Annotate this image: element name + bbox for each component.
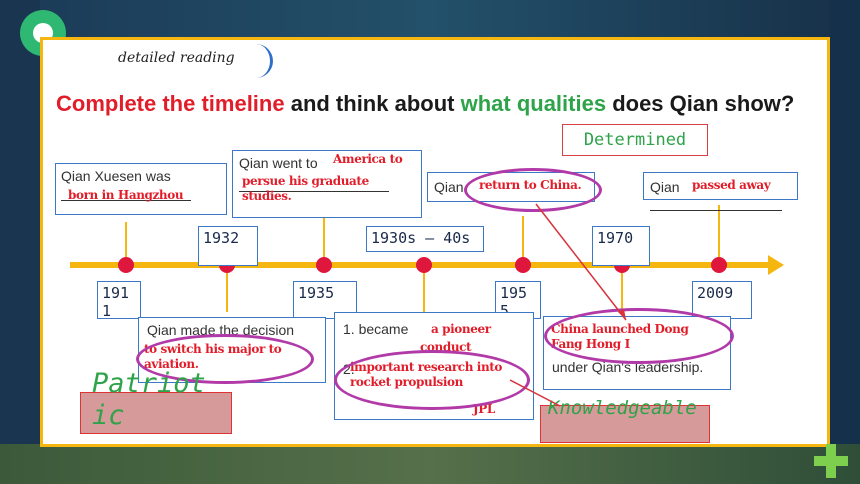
event-1935-text: Qian went to xyxy=(239,155,318,171)
connector-1970 xyxy=(621,270,623,310)
blank-2009 xyxy=(650,210,782,211)
background-left xyxy=(0,0,40,484)
timeline-dot-1930s xyxy=(416,257,432,273)
event-1930s-line1: 1. became xyxy=(343,321,409,337)
year-1932: 1932 xyxy=(198,226,258,266)
event-2009-text: Qian xyxy=(650,179,680,195)
quality-patriotic: Patriotic xyxy=(92,368,206,431)
answer-1911: born in Hangzhou xyxy=(68,188,184,202)
event-1911-text: Qian Xuesen was xyxy=(61,168,171,184)
timeline-arrow-icon xyxy=(768,255,784,275)
event-1932-text: Qian made the decision xyxy=(147,322,295,338)
quality-knowledgeable: Knowledgeable xyxy=(548,397,697,419)
oval-1955 xyxy=(464,168,602,212)
oval-1932 xyxy=(136,334,314,384)
event-1935: Qian went to xyxy=(232,150,422,218)
slide-heading: Complete the timeline and think about wh… xyxy=(56,90,796,118)
background-right xyxy=(830,0,860,484)
knowledgeable-box xyxy=(540,405,710,443)
heading-part2: and think about xyxy=(284,91,461,116)
blank-1911 xyxy=(61,186,191,201)
year-1970: 1970 xyxy=(592,226,650,266)
background-top xyxy=(0,0,860,40)
heading-part1: Complete the timeline xyxy=(56,91,285,116)
connector-1911 xyxy=(125,222,127,260)
year-1911: 1911 xyxy=(97,281,141,320)
connector-1955 xyxy=(522,216,524,260)
timeline-dot-1935 xyxy=(316,257,332,273)
event-1970-text: under Qian's leadership. xyxy=(552,359,704,375)
link-line-1 xyxy=(535,203,627,321)
answer-1935-b: persue his graduate studies. xyxy=(242,174,369,203)
timeline-dot-1911 xyxy=(118,257,134,273)
blank-1935 xyxy=(239,173,389,192)
section-tag: detailed reading xyxy=(118,50,235,66)
event-1911: Qian Xuesen was xyxy=(55,163,227,215)
link-arrowhead-icon xyxy=(618,309,626,320)
year-2009: 2009 xyxy=(692,281,752,319)
connector-1935 xyxy=(323,215,325,260)
answer-1935-a: America to xyxy=(333,152,403,166)
timeline-dot-1955 xyxy=(515,257,531,273)
year-1930s: 1930s – 40s xyxy=(366,226,484,252)
background-bottom xyxy=(0,444,860,484)
event-1955-text: Qian xyxy=(434,179,464,195)
connector-2009 xyxy=(718,205,720,260)
patriotic-box xyxy=(80,392,232,434)
timeline-dot-2009 xyxy=(711,257,727,273)
section-tag-frame xyxy=(90,44,273,78)
answer-2009: passed away xyxy=(692,178,771,192)
heading-part4: does Qian show? xyxy=(606,91,795,116)
link-line-2 xyxy=(509,379,561,407)
connector-1930s xyxy=(423,270,425,312)
oval-1970 xyxy=(544,308,734,364)
oval-1930s xyxy=(334,350,530,410)
heading-part3: what qualities xyxy=(460,91,607,116)
plus-icon xyxy=(814,444,848,478)
connector-1932 xyxy=(226,270,228,312)
event-2009: Qian xyxy=(643,172,798,200)
quality-determined: Determined xyxy=(562,124,708,156)
answer-1930s-a: a pioneer xyxy=(431,322,491,336)
